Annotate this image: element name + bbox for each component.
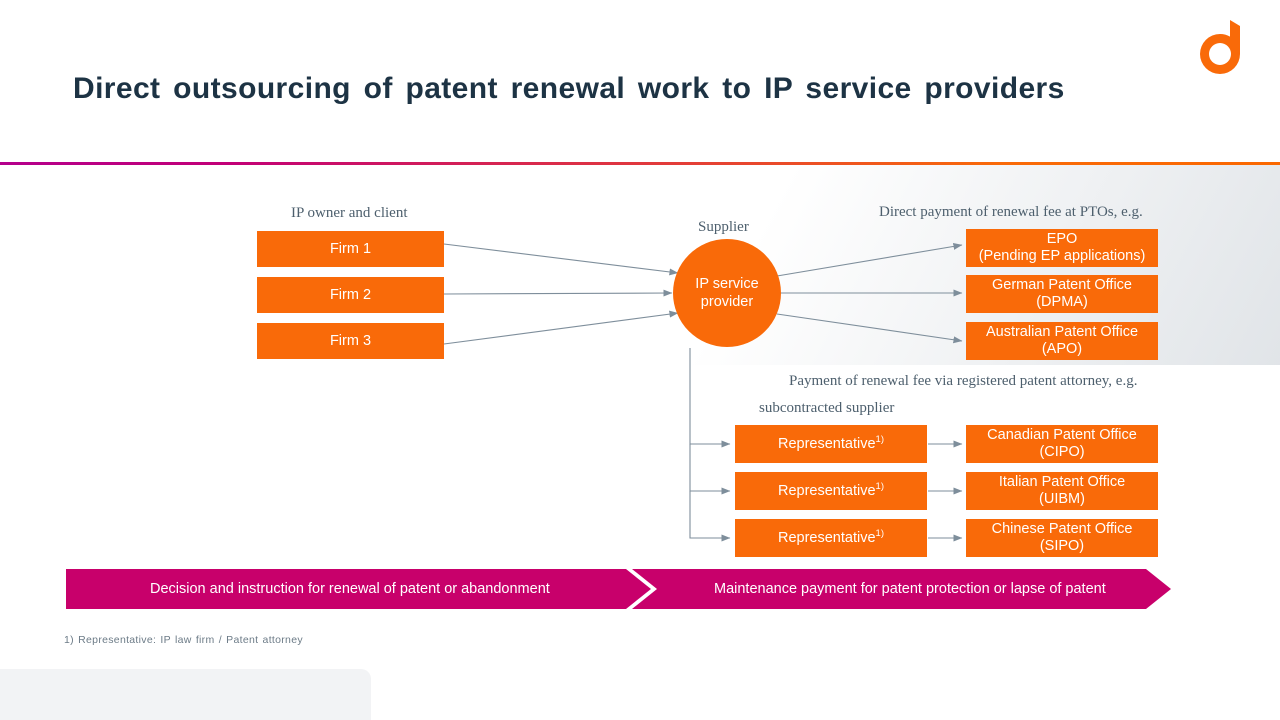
supplier-label-line-2: provider [700, 294, 754, 310]
client-box-firm-2[interactable]: Firm 2 [257, 277, 444, 313]
caption-direct-payment: Direct payment of renewal fee at PTOs, e… [879, 204, 1143, 220]
bottom-left-panel [0, 669, 371, 720]
page-title: Direct outsourcing of patent renewal wor… [73, 72, 1065, 105]
chevron-label-left: Decision and instruction for renewal of … [150, 581, 550, 597]
pto-label-line-1: Italian Patent Office [998, 474, 1126, 490]
pto-box-uibm[interactable]: Italian Patent Office (UIBM) [966, 472, 1158, 510]
pto-box-apo[interactable]: Australian Patent Office (APO) [966, 322, 1158, 360]
pto-label-line-2: (Pending EP applications) [978, 248, 1146, 264]
pto-label-line-1: German Patent Office [992, 277, 1132, 293]
client-box-firm-1[interactable]: Firm 1 [257, 231, 444, 267]
representative-footnote-marker: 1) [875, 480, 884, 492]
chevron-shapes [66, 569, 1171, 609]
supplier-label-line-1: IP service [695, 276, 759, 292]
process-chevron-banner: Decision and instruction for renewal of … [66, 569, 1171, 609]
client-box-label: Firm 3 [329, 332, 372, 349]
representative-label: Representative [778, 529, 876, 546]
caption-via-attorney: Payment of renewal fee via registered pa… [789, 373, 1138, 389]
pto-label-line-2: (SIPO) [1039, 538, 1085, 554]
pto-box-cipo[interactable]: Canadian Patent Office (CIPO) [966, 425, 1158, 463]
pto-label-line-2: (APO) [1041, 341, 1083, 357]
pto-label-line-2: (CIPO) [1039, 444, 1085, 460]
pto-label-line-2: (UIBM) [1039, 491, 1085, 507]
chevron-segment-left[interactable] [66, 569, 651, 609]
representative-footnote-marker: 1) [875, 433, 884, 445]
client-box-label: Firm 1 [329, 240, 372, 257]
representative-footnote-marker: 1) [875, 527, 884, 539]
caption-supplier: Supplier [698, 219, 749, 235]
representative-box-1[interactable]: Representative1) [735, 425, 927, 463]
chevron-segment-right[interactable] [632, 569, 1171, 609]
title-divider [0, 162, 1280, 165]
pto-box-dpma[interactable]: German Patent Office (DPMA) [966, 275, 1158, 313]
representative-label: Representative [778, 435, 876, 452]
caption-subcontracted-supplier: subcontracted supplier [759, 400, 895, 416]
pto-label-line-1: Australian Patent Office [985, 324, 1139, 340]
footnote-representative: 1) Representative: IP law firm / Patent … [64, 634, 303, 646]
caption-ip-owner: IP owner and client [291, 205, 408, 221]
client-box-firm-3[interactable]: Firm 3 [257, 323, 444, 359]
supplier-circle-ip-service-provider[interactable]: IP service provider [673, 239, 781, 347]
representative-box-2[interactable]: Representative1) [735, 472, 927, 510]
chevron-label-right: Maintenance payment for patent protectio… [714, 581, 1106, 597]
representative-box-3[interactable]: Representative1) [735, 519, 927, 557]
pto-label-line-1: Canadian Patent Office [987, 427, 1137, 443]
pto-label-line-2: (DPMA) [1036, 294, 1088, 310]
representative-label: Representative [778, 482, 876, 499]
pto-box-epo[interactable]: EPO (Pending EP applications) [966, 229, 1158, 267]
pto-label-line-1: EPO [1046, 231, 1078, 247]
client-box-label: Firm 2 [329, 286, 372, 303]
pto-label-line-1: Chinese Patent Office [991, 521, 1133, 537]
stylized-d-logo [1186, 18, 1246, 76]
pto-box-sipo[interactable]: Chinese Patent Office (SIPO) [966, 519, 1158, 557]
